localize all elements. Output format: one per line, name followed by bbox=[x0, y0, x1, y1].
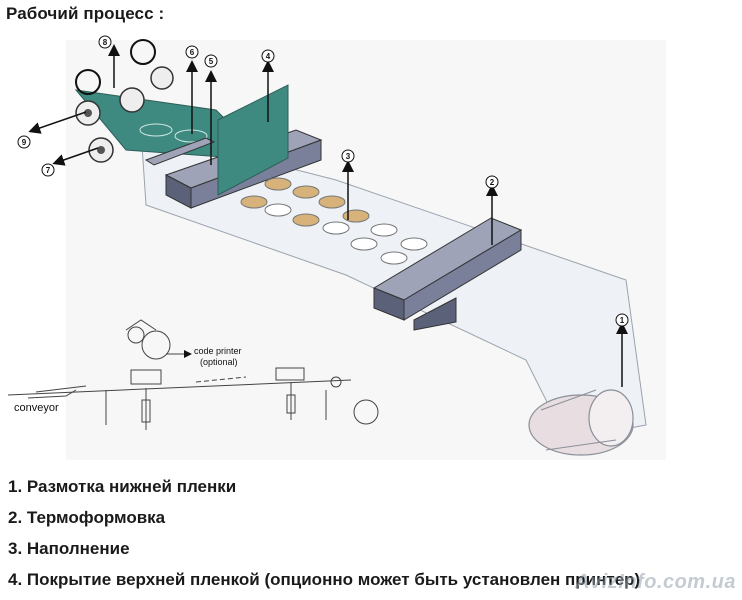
svg-text:3: 3 bbox=[346, 152, 351, 161]
roller-8 bbox=[119, 39, 174, 113]
step-item: 3. Наполнение bbox=[8, 539, 130, 558]
step-item: 1. Размотка нижней пленки bbox=[8, 477, 237, 496]
bottom-film-roll bbox=[528, 389, 634, 456]
inset-printer-label: code printer bbox=[194, 346, 242, 356]
svg-text:5: 5 bbox=[209, 57, 214, 66]
roller-7 bbox=[88, 137, 114, 163]
top-film-sheet bbox=[217, 84, 289, 196]
svg-text:2: 2 bbox=[490, 178, 495, 187]
callout-9: 9 bbox=[17, 135, 31, 149]
svg-text:8: 8 bbox=[103, 38, 108, 47]
callout-arrows bbox=[28, 44, 628, 387]
svg-text:4: 4 bbox=[266, 52, 271, 61]
page-title: Рабочий процесс : bbox=[6, 4, 165, 23]
inset-conveyor-label: conveyor bbox=[14, 402, 59, 414]
step-item: 2. Термоформовка bbox=[8, 508, 166, 527]
svg-text:6: 6 bbox=[190, 48, 195, 57]
callout-6: 6 bbox=[185, 45, 199, 59]
step-item: 4. Покрытие верхней пленкой (опционно мо… bbox=[8, 570, 641, 589]
svg-text:9: 9 bbox=[22, 138, 27, 147]
callout-5: 5 bbox=[204, 54, 218, 68]
thermoforming-station-block bbox=[372, 217, 523, 331]
svg-text:1: 1 bbox=[620, 316, 625, 325]
process-diagram: 1 2 3 4 5 6 7 8 bbox=[6, 30, 742, 470]
roller-9 bbox=[75, 100, 101, 126]
inset-printer-note: (optional) bbox=[200, 357, 238, 367]
callout-7: 7 bbox=[41, 163, 55, 177]
inset-schematic bbox=[7, 319, 379, 430]
process-diagram-svg: 1 2 3 4 5 6 7 8 bbox=[7, 35, 666, 460]
callout-8: 8 bbox=[98, 35, 112, 49]
watermark: AvizInfo.com.ua bbox=[575, 571, 736, 593]
process-steps-list: 1. Размотка нижней пленки 2. Термоформов… bbox=[8, 474, 742, 598]
callout-3: 3 bbox=[341, 149, 355, 163]
svg-text:7: 7 bbox=[46, 166, 51, 175]
callout-1: 1 bbox=[615, 313, 629, 327]
product-cups bbox=[240, 177, 428, 265]
callout-4: 4 bbox=[261, 49, 275, 63]
cutter-bar bbox=[144, 137, 216, 166]
callout-2: 2 bbox=[485, 175, 499, 189]
